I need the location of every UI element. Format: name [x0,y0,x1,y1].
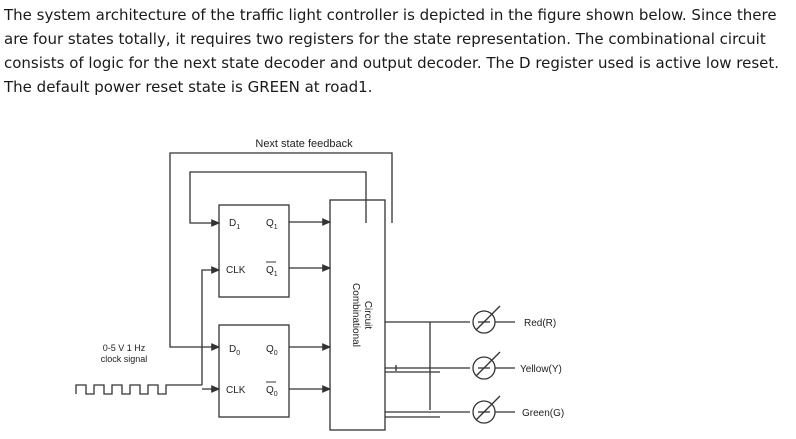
comb-label-line1: Combinational [350,283,361,347]
register-0-q-label: Q0 [266,344,278,357]
register-0-d-label: D0 [229,344,240,357]
paragraph-line: The default power reset state is GREEN a… [4,78,373,96]
paragraph-line: are four states totally, it requires two… [4,30,766,48]
register-1-qbar-label: Q1 [266,265,278,278]
clock-label-line2: clock signal [101,354,148,364]
output-red-label: Red(R) [524,318,556,329]
paragraph-line: consists of logic for the next state dec… [4,54,780,72]
register-1-clk-label: CLK [226,265,246,276]
clock-to-clk1 [201,266,221,385]
feedback-label: Next state feedback [255,138,353,150]
comb-label-line2: Circuit [362,301,373,330]
lamp-red-icon [472,305,501,334]
register-1-q-label: Q1 [266,218,278,231]
clock-label-line1: 0-5 V 1 Hz [103,343,146,353]
combinational-circuit-box [329,199,386,431]
feedback-line-inner [189,171,367,227]
register-1-d-label: D1 [229,218,240,231]
output-green-label: Green(G) [522,408,564,419]
description-paragraph: The system architecture of the traffic l… [4,3,792,99]
lamp-yellow-icon [472,351,501,380]
register-0-clk-label: CLK [226,385,246,396]
lamp-green-icon [472,395,501,424]
register-0-qbar-label: Q0 [266,385,278,398]
register-1-box [218,204,290,298]
feedback-line-outer [169,152,393,351]
clock-waveform [75,384,176,395]
register-0-box [218,324,290,418]
paragraph-line: The system architecture of the traffic l… [4,6,777,24]
output-yellow-label: Yellow(Y) [520,364,562,375]
